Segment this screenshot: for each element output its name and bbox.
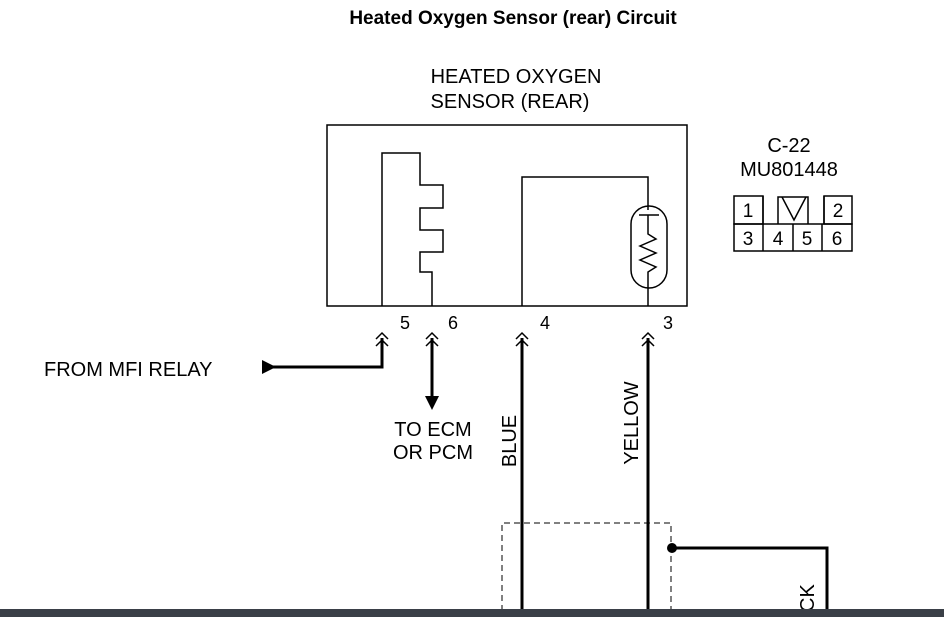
bottom-scroll-bar[interactable] xyxy=(0,609,944,617)
connector-cell-2: 2 xyxy=(833,201,844,222)
to-ecm-label-line2: OR PCM xyxy=(393,442,473,464)
heater-element xyxy=(381,152,444,306)
sensor-element-loop xyxy=(521,176,649,306)
pin-label-5: 5 xyxy=(400,313,410,333)
connector-id: C-22 xyxy=(767,135,810,157)
pin-label-6: 6 xyxy=(448,313,458,333)
connector-cell-4: 4 xyxy=(773,229,784,250)
connector-key-icon xyxy=(781,196,807,222)
from-relay-label: FROM MFI RELAY xyxy=(44,359,213,381)
resistor-icon xyxy=(638,226,658,306)
sensor-box xyxy=(326,124,688,307)
pin-label-4: 4 xyxy=(540,313,550,333)
wire-branch-right xyxy=(672,546,829,611)
diagram-title: Heated Oxygen Sensor (rear) Circuit xyxy=(349,8,677,29)
connector-cell-1: 1 xyxy=(743,201,754,222)
connector-part-number: MU801448 xyxy=(740,159,838,181)
arrow-from-relay-icon xyxy=(262,360,276,374)
connector-face xyxy=(733,195,853,252)
connector-cell-3: 3 xyxy=(743,229,754,250)
wire-color-blue-label: BLUE xyxy=(499,415,521,467)
partial-wire-label: CK xyxy=(797,584,819,612)
sensor-cell-icon xyxy=(630,205,668,289)
sensor-label-line2: SENSOR (REAR) xyxy=(431,91,590,113)
connector-cell-6: 6 xyxy=(832,229,843,250)
pin-label-3: 3 xyxy=(663,313,673,333)
sensor-label-line1: HEATED OXYGEN xyxy=(431,66,602,88)
connector-cell-5: 5 xyxy=(802,229,813,250)
to-ecm-label-line1: TO ECM xyxy=(394,419,471,441)
wire-pin5-from-relay xyxy=(270,338,384,369)
arrow-to-ecm-icon xyxy=(425,396,439,410)
dashed-enclosure xyxy=(501,522,672,611)
wire-color-yellow-label: YELLOW xyxy=(621,381,643,464)
